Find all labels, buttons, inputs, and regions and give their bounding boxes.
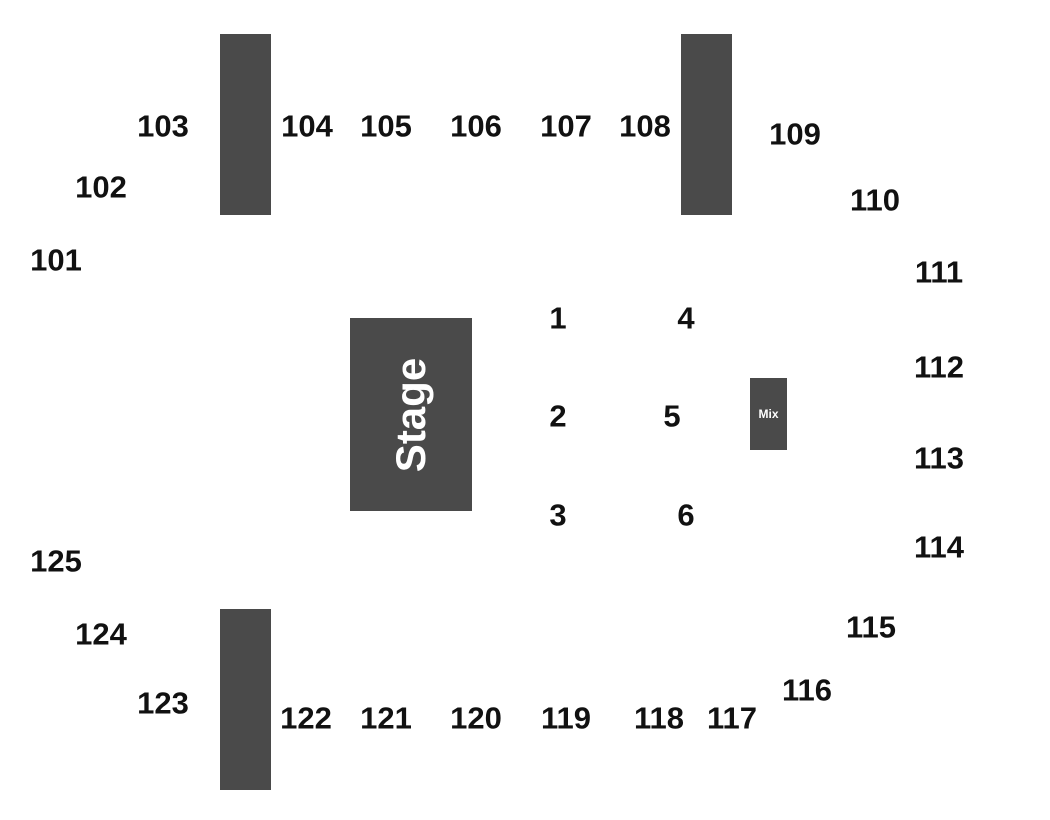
section-111[interactable]: 111 [914, 254, 964, 290]
section-106[interactable]: 106 [450, 108, 502, 144]
section-116[interactable]: 116 [781, 672, 833, 708]
floor-section-4[interactable]: 4 [677, 300, 695, 336]
section-114[interactable]: 114 [913, 529, 965, 565]
section-102[interactable]: 102 [75, 169, 127, 205]
section-117[interactable]: 117 [706, 700, 758, 736]
floor-section-3[interactable]: 3 [549, 497, 567, 533]
floor-section-1[interactable]: 1 [549, 300, 567, 336]
mix-label: Mix [758, 407, 779, 421]
section-110[interactable]: 110 [849, 182, 901, 218]
section-118[interactable]: 118 [633, 700, 685, 736]
section-113[interactable]: 113 [913, 440, 965, 476]
tunnel-block-top-left [220, 34, 271, 215]
section-109[interactable]: 109 [769, 116, 821, 152]
section-124[interactable]: 124 [75, 616, 127, 652]
section-122[interactable]: 122 [280, 700, 332, 736]
section-104[interactable]: 104 [281, 108, 333, 144]
floor-section-6[interactable]: 6 [677, 497, 695, 533]
section-107[interactable]: 107 [540, 108, 592, 144]
section-119[interactable]: 119 [540, 700, 592, 736]
section-112[interactable]: 112 [913, 349, 965, 385]
section-123[interactable]: 123 [137, 685, 189, 721]
section-125[interactable]: 125 [30, 543, 82, 579]
mix-position[interactable]: Mix [750, 378, 787, 450]
section-121[interactable]: 121 [360, 700, 412, 736]
tunnel-block-top-right [681, 34, 732, 215]
stage-label: Stage [387, 357, 434, 472]
section-115[interactable]: 115 [845, 609, 897, 645]
section-120[interactable]: 120 [450, 700, 502, 736]
section-101[interactable]: 101 [30, 242, 82, 278]
tunnel-block-bottom-left [220, 609, 271, 790]
section-103[interactable]: 103 [137, 108, 189, 144]
section-108[interactable]: 108 [619, 108, 671, 144]
floor-section-2[interactable]: 2 [549, 398, 567, 434]
floor-section-5[interactable]: 5 [663, 398, 681, 434]
section-105[interactable]: 105 [360, 108, 412, 144]
stage: Stage [350, 318, 472, 511]
